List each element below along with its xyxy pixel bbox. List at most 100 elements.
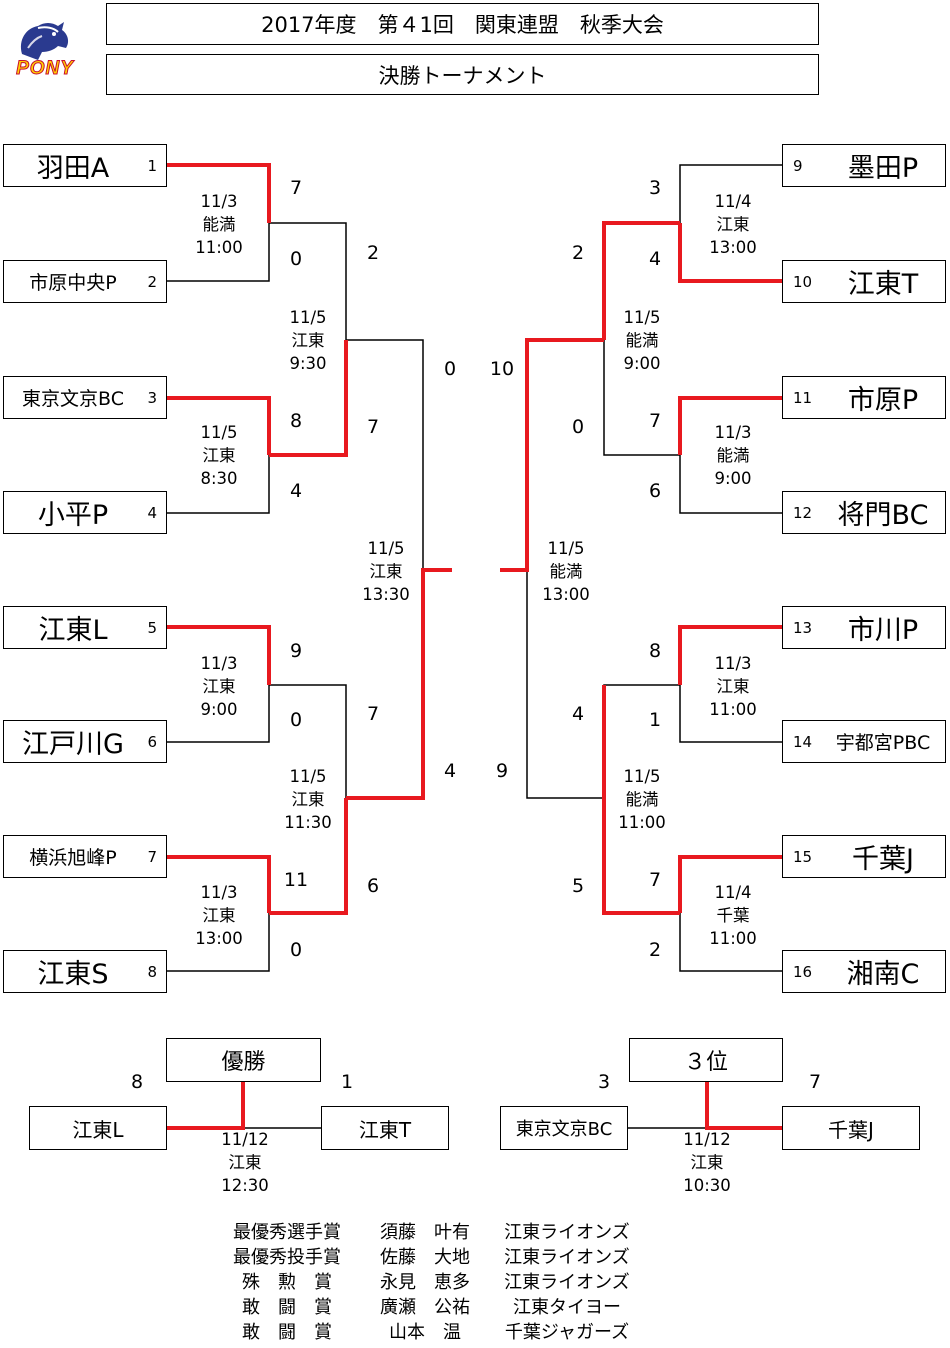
score-top: 2 — [366, 242, 380, 264]
team-seed: 3 — [147, 388, 157, 407]
score-top: 4 — [571, 703, 585, 725]
team-seed: 4 — [147, 503, 157, 522]
game-date: 11/3 — [200, 192, 238, 211]
game-time: 9:00 — [200, 700, 238, 719]
team-seed: 12 — [793, 503, 813, 522]
line-r2-m1-winner — [269, 340, 348, 457]
final-right-team-name: 江東T — [358, 1117, 412, 1142]
final-game-info: 11/12 江東 12:30 — [221, 1128, 269, 1197]
final-right-team: 江東T — [321, 1106, 449, 1150]
score-top: 0 — [443, 358, 457, 380]
game-time: 13:00 — [542, 585, 590, 604]
team-name: 湘南C — [846, 959, 920, 990]
game-venue: 江東 — [369, 562, 403, 581]
score-top: 11 — [283, 869, 309, 891]
team-name: 江戸川G — [22, 729, 124, 760]
score-bottom: 0 — [289, 248, 303, 270]
game-venue: 能満 — [202, 215, 236, 234]
awards-players: 須藤 叶有 佐藤 大地 永見 恵多 廣瀬 公祐 山本 温 — [370, 1220, 480, 1345]
team-entry-16: 16 湘南C — [782, 950, 946, 993]
game-time: 12:30 — [221, 1176, 269, 1195]
game-date: 11/3 — [714, 423, 752, 442]
line-final-winner — [166, 1082, 245, 1130]
game-time: 13:30 — [362, 585, 410, 604]
score-bottom: 7 — [366, 416, 380, 438]
team-seed: 5 — [147, 618, 157, 637]
team-seed: 13 — [793, 618, 813, 637]
team-seed: 16 — [793, 962, 813, 981]
final-left-score: 8 — [130, 1071, 144, 1093]
game-info: 11/3 能満 11:00 — [195, 190, 243, 259]
team-entry-4: 小平P 4 — [3, 491, 167, 534]
award-team: 江東ライオンズ — [504, 1222, 630, 1243]
team-entry-3: 東京文京BC 3 — [3, 376, 167, 419]
line-r2-m2-winner — [269, 798, 348, 915]
team-entry-8: 江東S 8 — [3, 950, 167, 993]
score-bottom: 5 — [571, 875, 585, 897]
award-team: 江東タイヨー — [513, 1297, 621, 1318]
final-left-team-name: 江東L — [72, 1117, 124, 1142]
score-top: 2 — [571, 242, 585, 264]
team-entry-9: 9 墨田P — [782, 144, 946, 187]
team-seed: 8 — [147, 962, 157, 981]
score-bottom: 4 — [648, 248, 662, 270]
game-info: 11/5 江東 13:30 — [362, 537, 410, 606]
game-venue: 江東 — [202, 677, 236, 696]
game-time: 8:30 — [200, 469, 238, 488]
line-r1-m3-winner — [166, 625, 271, 685]
team-entry-7: 横浜旭峰P 7 — [3, 835, 167, 878]
team-seed: 1 — [147, 156, 157, 175]
score-bottom: 0 — [289, 939, 303, 961]
final-label: 優勝 — [166, 1038, 321, 1082]
game-time: 10:30 — [683, 1176, 731, 1195]
team-entry-15: 15 千葉J — [782, 835, 946, 878]
game-info: 11/4 千葉 11:00 — [709, 881, 757, 950]
award-title: 敢 闘 賞 — [242, 1297, 332, 1318]
game-venue: 江東 — [202, 906, 236, 925]
game-date: 11/5 — [289, 767, 327, 786]
team-seed: 6 — [147, 732, 157, 751]
game-info: 11/3 江東 13:00 — [195, 881, 243, 950]
score-top: 8 — [648, 640, 662, 662]
game-date: 11/12 — [683, 1130, 731, 1149]
game-date: 11/3 — [200, 883, 238, 902]
score-top: 7 — [648, 410, 662, 432]
game-info: 11/4 江東 13:00 — [709, 190, 757, 259]
page-title: 2017年度 第４1回 関東連盟 秋季大会 — [106, 3, 819, 45]
line-sf-right-loser — [526, 570, 604, 799]
team-name: 小平P — [37, 500, 109, 531]
game-info: 11/3 能満 9:00 — [714, 421, 751, 490]
team-entry-13: 13 市川P — [782, 606, 946, 649]
game-time: 13:00 — [195, 929, 243, 948]
score-bottom: 1 — [648, 709, 662, 731]
score-top: 7 — [289, 177, 303, 199]
award-team: 江東ライオンズ — [504, 1272, 630, 1293]
score-bottom: 6 — [366, 875, 380, 897]
team-name: 宇都宮PBC — [835, 732, 931, 754]
third-left-team: 東京文京BC — [500, 1106, 628, 1150]
game-venue: 江東 — [716, 677, 750, 696]
score-bottom: 6 — [648, 480, 662, 502]
game-date: 11/5 — [289, 308, 327, 327]
game-info: 11/5 能満 13:00 — [542, 537, 590, 606]
team-seed: 2 — [147, 272, 157, 291]
line-third-winner — [705, 1082, 783, 1130]
score-bottom: 0 — [289, 709, 303, 731]
award-player: 山本 温 — [389, 1322, 461, 1343]
game-time: 9:00 — [623, 354, 661, 373]
line-r2-m3-loser — [603, 340, 680, 456]
final-right-score: 1 — [340, 1071, 354, 1093]
team-entry-14: 14 宇都宮PBC — [782, 720, 946, 763]
game-info: 11/3 江東 9:00 — [200, 652, 237, 721]
score-top: 7 — [648, 869, 662, 891]
game-info: 11/5 江東 8:30 — [200, 421, 237, 490]
pony-logo-text: PONY — [16, 58, 74, 80]
team-name: 東京文京BC — [22, 388, 124, 410]
team-entry-11: 11 市原P — [782, 376, 946, 419]
award-title: 最優秀投手賞 — [233, 1247, 341, 1268]
game-date: 11/5 — [623, 767, 661, 786]
page-subtitle-text: 決勝トーナメント — [378, 63, 547, 88]
final-left-team: 江東L — [29, 1106, 167, 1150]
third-right-score: 7 — [808, 1071, 822, 1093]
awards-titles: 最優秀選手賞 最優秀投手賞 殊 勲 賞 敢 闘 賞 敢 闘 賞 — [222, 1220, 352, 1345]
